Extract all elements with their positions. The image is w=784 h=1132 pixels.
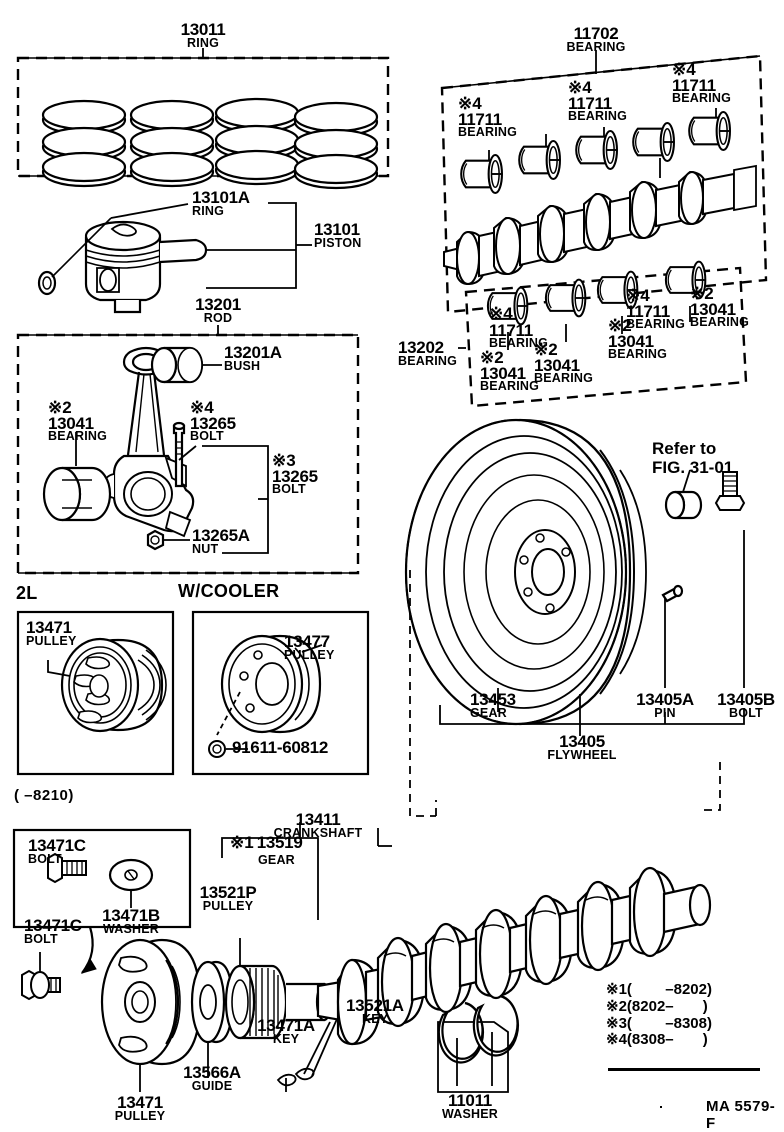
label-lower-bearing-set: 13202 BEARING [398,338,458,368]
label-pulley-main: 13471 PULLEY [114,1093,166,1123]
label-main-bearing-1: ※4 11711 BEARING [458,94,518,140]
legend-marks: ※1( –8202) ※2(8202– ) ※3( –8308) ※4(8308… [606,981,712,1049]
lower-bearing-box [464,266,748,408]
label-ring-set: 13011 RING [180,20,226,50]
bolt-washer-box [12,828,192,929]
label-thrust-washer: 11011 WASHER [441,1091,499,1121]
piston-leaders [110,202,312,289]
label-rod: 13201 ROD [195,295,241,325]
flywheel-hardware [661,470,746,603]
label-key-b: 13521A KEY [346,996,404,1026]
refer-note: Refer to FIG. 31-01 [652,439,734,477]
rod-leaders [75,364,269,554]
label-lower-bearing-3: ※2 13041 BEARING [608,316,668,362]
label-ring-gear: 13453 GEAR [470,690,516,720]
bolt-washer-art [46,852,154,892]
label-date-range-2l: ( –8210) [14,787,74,804]
label-lower-bearing-1: ※2 13041 BEARING [480,348,540,394]
label-pulley-cooler: 13477 PULLEY [284,632,335,662]
legend-underline [608,1068,760,1071]
header-variant-cooler: W/COOLER [178,581,280,601]
label-guide: 13566A GUIDE [183,1063,241,1093]
figure-code: MA 5579-F [706,1098,776,1132]
label-pulley-gear: 13521P PULLEY [199,883,257,913]
header-variant-2l: 2L [16,583,38,603]
flywheel-crank-connector [409,570,437,817]
label-crankshaft: 13411 CRANKSHAFT [273,810,363,840]
label-cooler-bolt: 91611-60812 [232,738,328,757]
label-main-bearing-5: ※4 11711 BEARING [626,286,686,332]
thrust-washer-art [437,994,519,1093]
piston-art [37,217,208,314]
piston-rings-art [41,97,379,190]
label-flywheel: 13405 FLYWHEEL [547,732,617,762]
upper-crank [443,164,757,286]
legend-row: ※2(8202– ) [606,997,708,1015]
label-pulley-bolt: 13471C BOLT [24,916,82,946]
label-rod-bearing: ※2 13041 BEARING [48,398,108,444]
label-pulley-2l: 13471 PULLEY [26,618,77,648]
crankshaft-bracket [221,822,392,920]
pulley-cooler-art [208,634,322,758]
label-rod-bolt-group: ※3 13265 BOLT [272,451,318,497]
label-lower-bearing-4: ※2 13041 BEARING [690,284,750,330]
label-bush: 13201A BUSH [224,343,282,373]
pulley-cooler-box [191,610,370,776]
label-flywheel-bolt: 13405B BOLT [717,690,775,720]
label-rod-nut: 13265A NUT [192,526,250,556]
label-main-bearing-4: ※4 11711 BEARING [489,304,549,351]
legend-row: ※1( –8202) [606,981,712,998]
connecting-rod-art [42,346,204,551]
label-pulley-washer: 13471B WASHER [102,906,160,936]
label-main-bearing-3: ※4 11711 BEARING [672,60,732,106]
legend-row: ※3( –8308) [606,1014,712,1032]
pulley-2l-art [60,637,167,733]
legend-row: ※4(8308– ) [606,1031,708,1049]
label-key-a: 13471A KEY [257,1016,315,1046]
rod-box [16,333,360,575]
pulley-assembly-art [20,938,333,1087]
main-bearing-box [440,54,768,314]
label-main-bearing-2: ※4 11711 BEARING [568,78,628,124]
flywheel-art [404,418,647,726]
label-flywheel-pin: 13405A PIN [636,690,694,720]
label-piston: 13101 PISTON [314,220,362,250]
label-lower-bearing-2: ※2 13041 BEARING [534,340,594,386]
crankshaft-art [316,866,712,1046]
pulley-2l-box [16,610,175,776]
label-pulley-bolt-inset: 13471C BOLT [28,836,86,866]
ring-gear-teeth [405,419,628,725]
label-piston-ring: 13101A RING [192,188,250,218]
footer-dot [660,1106,662,1108]
label-rod-bolt-top: ※4 13265 BOLT [190,398,236,444]
label-main-bearing-set: 11702 BEARING [566,24,626,54]
